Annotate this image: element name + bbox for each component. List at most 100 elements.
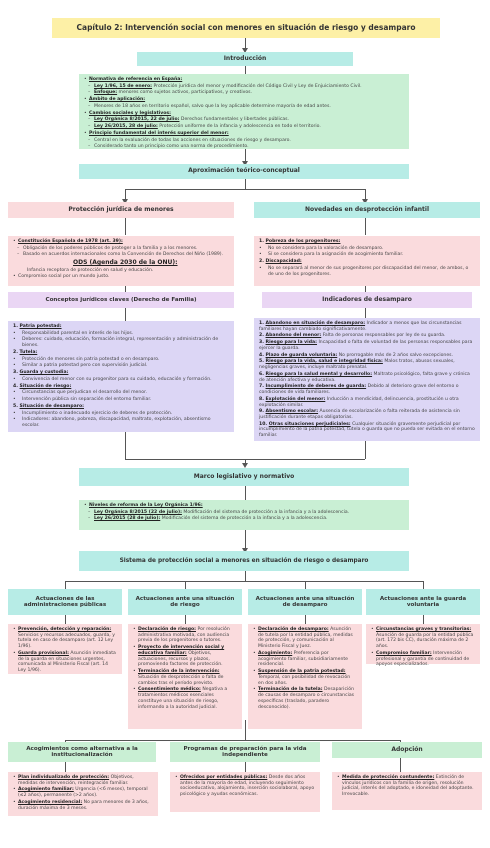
item-number: 1.	[259, 321, 266, 326]
item-key: Prevención, detección y reparación:	[18, 627, 112, 632]
proteccion-box: Constitución Española de 1978 (art. 39):…	[8, 236, 234, 286]
item-text: Extinción de vínculos jurídicos con la f…	[342, 775, 474, 798]
list-item: Central en la evaluación de todas las ac…	[84, 138, 404, 144]
item-key: Absentismo escolar:	[265, 409, 319, 415]
item-key: Abandono en situación de desamparo:	[265, 321, 366, 326]
item-text: Responsabilidad parental en interés de l…	[22, 330, 134, 336]
item-key: Pobreza de los progenitores:	[265, 239, 341, 244]
item-key: Normativa de referencia en España:	[89, 77, 183, 82]
item-text: Falta de personas responsables por ley d…	[321, 333, 446, 339]
marco-header: Marco legislativo y normativo	[79, 468, 409, 486]
item-key: Ley 26/2015 (28 de julio):	[94, 516, 161, 522]
list-item: 8. Explotación del menor: Inducción a me…	[259, 397, 475, 408]
list-item: Terminación de la tutela: Desaparición d…	[253, 687, 357, 710]
acogimientos-header: Acogimientos como alternativa a la insti…	[8, 742, 156, 762]
item-text: Incumplimiento o inadecuado ejercicio de…	[22, 410, 173, 416]
list-item: Incumplimiento o inadecuado ejercicio de…	[13, 411, 229, 417]
item-number: 3.	[13, 370, 20, 376]
connector	[365, 286, 366, 292]
item-text: Desaparición de causas de desamparo o ci…	[258, 687, 355, 710]
actuaciones-list: Declaración de riesgo: Por resolución ad…	[133, 627, 237, 710]
actuaciones-list: Declaración de desamparo: Asunción de tu…	[253, 627, 357, 710]
programas-box: Ofrecidos por entidades públicas: Desde …	[170, 772, 320, 812]
list-item: Similar a patria potestad pero con super…	[13, 363, 229, 369]
item-key: Principio fundamental del interés superi…	[89, 130, 229, 136]
list-item: Ley 1/96, 15 de enero: Protección jurídi…	[84, 84, 404, 90]
item-key: Ley Orgánica 8/2015 (22 de julio):	[94, 509, 182, 515]
intro-list: Normativa de referencia en España:Ley 1/…	[84, 77, 404, 150]
indicadores-box: 1. Abandono en situación de desamparo: I…	[254, 318, 480, 441]
item-text: Asunción de guarda por la entidad públic…	[376, 632, 474, 650]
conceptos-header: Conceptos jurídicos claves (Derecho de F…	[8, 292, 234, 308]
list-item: Suspensión de la patria potestad: Tempor…	[253, 669, 357, 686]
item-key: Riesgo para la vida:	[265, 340, 317, 346]
item-text: Intervención profesional y garantía de c…	[376, 650, 470, 668]
list-item: 1. Abandono en situación de desamparo: I…	[259, 321, 475, 332]
list-item: 4. Plazo de guarda voluntaria: No prorro…	[259, 353, 475, 359]
connector	[125, 432, 126, 459]
list-item: Constitución Española de 1978 (art. 39):	[13, 239, 229, 245]
actuaciones-box: Prevención, detección y reparación: Serv…	[8, 624, 122, 674]
list-item: Ley Orgánica 8/2015 (22 de julio): Modif…	[84, 510, 404, 516]
list-item: Plan individualizado de protección: Obje…	[13, 775, 153, 786]
item-text: Protección jurídica del menor y modifica…	[152, 83, 362, 89]
list-item: 7. Incumplimiento de deberes de guarda: …	[259, 384, 475, 395]
item-number: 1.	[259, 239, 266, 244]
connector-arrow	[242, 548, 248, 553]
list-item: 4. Situación de riesgo:	[13, 384, 229, 390]
connector	[365, 441, 366, 459]
item-key: Riesgo para la vida, salud e integridad …	[265, 359, 383, 365]
connector	[65, 581, 66, 589]
list-item: Acogimiento familiar: Urgencia (<6 meses…	[13, 787, 153, 798]
item-text: Basado en acuerdos internacionales como …	[23, 252, 224, 258]
item-text: Modificación del sistema de protección a…	[160, 516, 328, 522]
item-number: 2.	[259, 259, 266, 265]
connector	[65, 762, 66, 772]
item-text: Maltrato psicológico, falta grave y crón…	[259, 371, 470, 383]
connector	[125, 286, 126, 292]
connector	[125, 189, 365, 190]
connector-arrow	[122, 199, 128, 204]
connector	[305, 615, 306, 624]
list-item: 5. Riesgo para la vida, salud e integrid…	[259, 359, 475, 370]
list-item: Compromiso social por un mundo justo.	[13, 274, 229, 280]
item-text: Malos tratos, abusos sexuales, negligenc…	[259, 359, 455, 371]
list-item: Circunstancias graves y transitorias: As…	[371, 627, 475, 650]
item-key: Ofrecidos por entidades públicas:	[180, 775, 268, 780]
connector-arrow	[242, 463, 248, 468]
item-text: Incapacidad o falta de voluntad de las p…	[259, 340, 473, 351]
connector	[365, 218, 366, 235]
item-number: 8.	[259, 396, 266, 402]
item-key: Suspensión de la patria potestad:	[258, 669, 346, 675]
connector	[245, 66, 246, 74]
item-key: Guarda y custodia:	[19, 370, 69, 376]
item-text: Urgencia (<6 meses), temporal (≤2 años),…	[18, 787, 148, 799]
item-key: Compromiso familiar:	[376, 650, 432, 656]
connector	[400, 758, 401, 772]
item-text: Negativa a tratamientos médicos esencial…	[138, 687, 228, 710]
item-number: 5.	[259, 359, 266, 365]
item-key: Tutela:	[19, 349, 38, 355]
actuaciones-list: Prevención, detección y reparación: Serv…	[13, 627, 117, 674]
item-key: Acogimiento:	[258, 650, 293, 656]
item-key: Plan individualizado de protección:	[18, 775, 110, 780]
list-item: Cambios sociales y legislativos:	[84, 111, 404, 117]
list-item: 1. Patria potestad:	[13, 324, 229, 330]
item-number: 2.	[259, 333, 266, 339]
item-text: Temporal, con posibilidad de revocación …	[258, 674, 351, 686]
connector-arrow	[242, 48, 248, 53]
item-key: Ley 1/96, 15 de enero:	[94, 83, 153, 89]
list-item: Prevención, detección y reparación: Serv…	[13, 627, 117, 650]
indicadores-header: Indicadores de desamparo	[262, 292, 472, 308]
list-item: 1. Pobreza de los progenitores:	[259, 239, 475, 245]
list-item: Infancia receptora de protección en salu…	[13, 268, 229, 274]
list-item: Consentimiento médico: Negativa a tratam…	[133, 687, 237, 710]
item-number: 7.	[259, 384, 266, 390]
connector	[305, 581, 306, 589]
list-item: Enfoque: menores como sujetos activos, p…	[84, 90, 404, 96]
connector	[365, 189, 366, 201]
connector	[65, 740, 66, 742]
item-text: Similar a patria potestad pero con super…	[22, 363, 148, 369]
list-item: Proyecto de intervención social y educat…	[133, 645, 237, 668]
list-item: Intervención pública sin separación del …	[13, 397, 229, 403]
